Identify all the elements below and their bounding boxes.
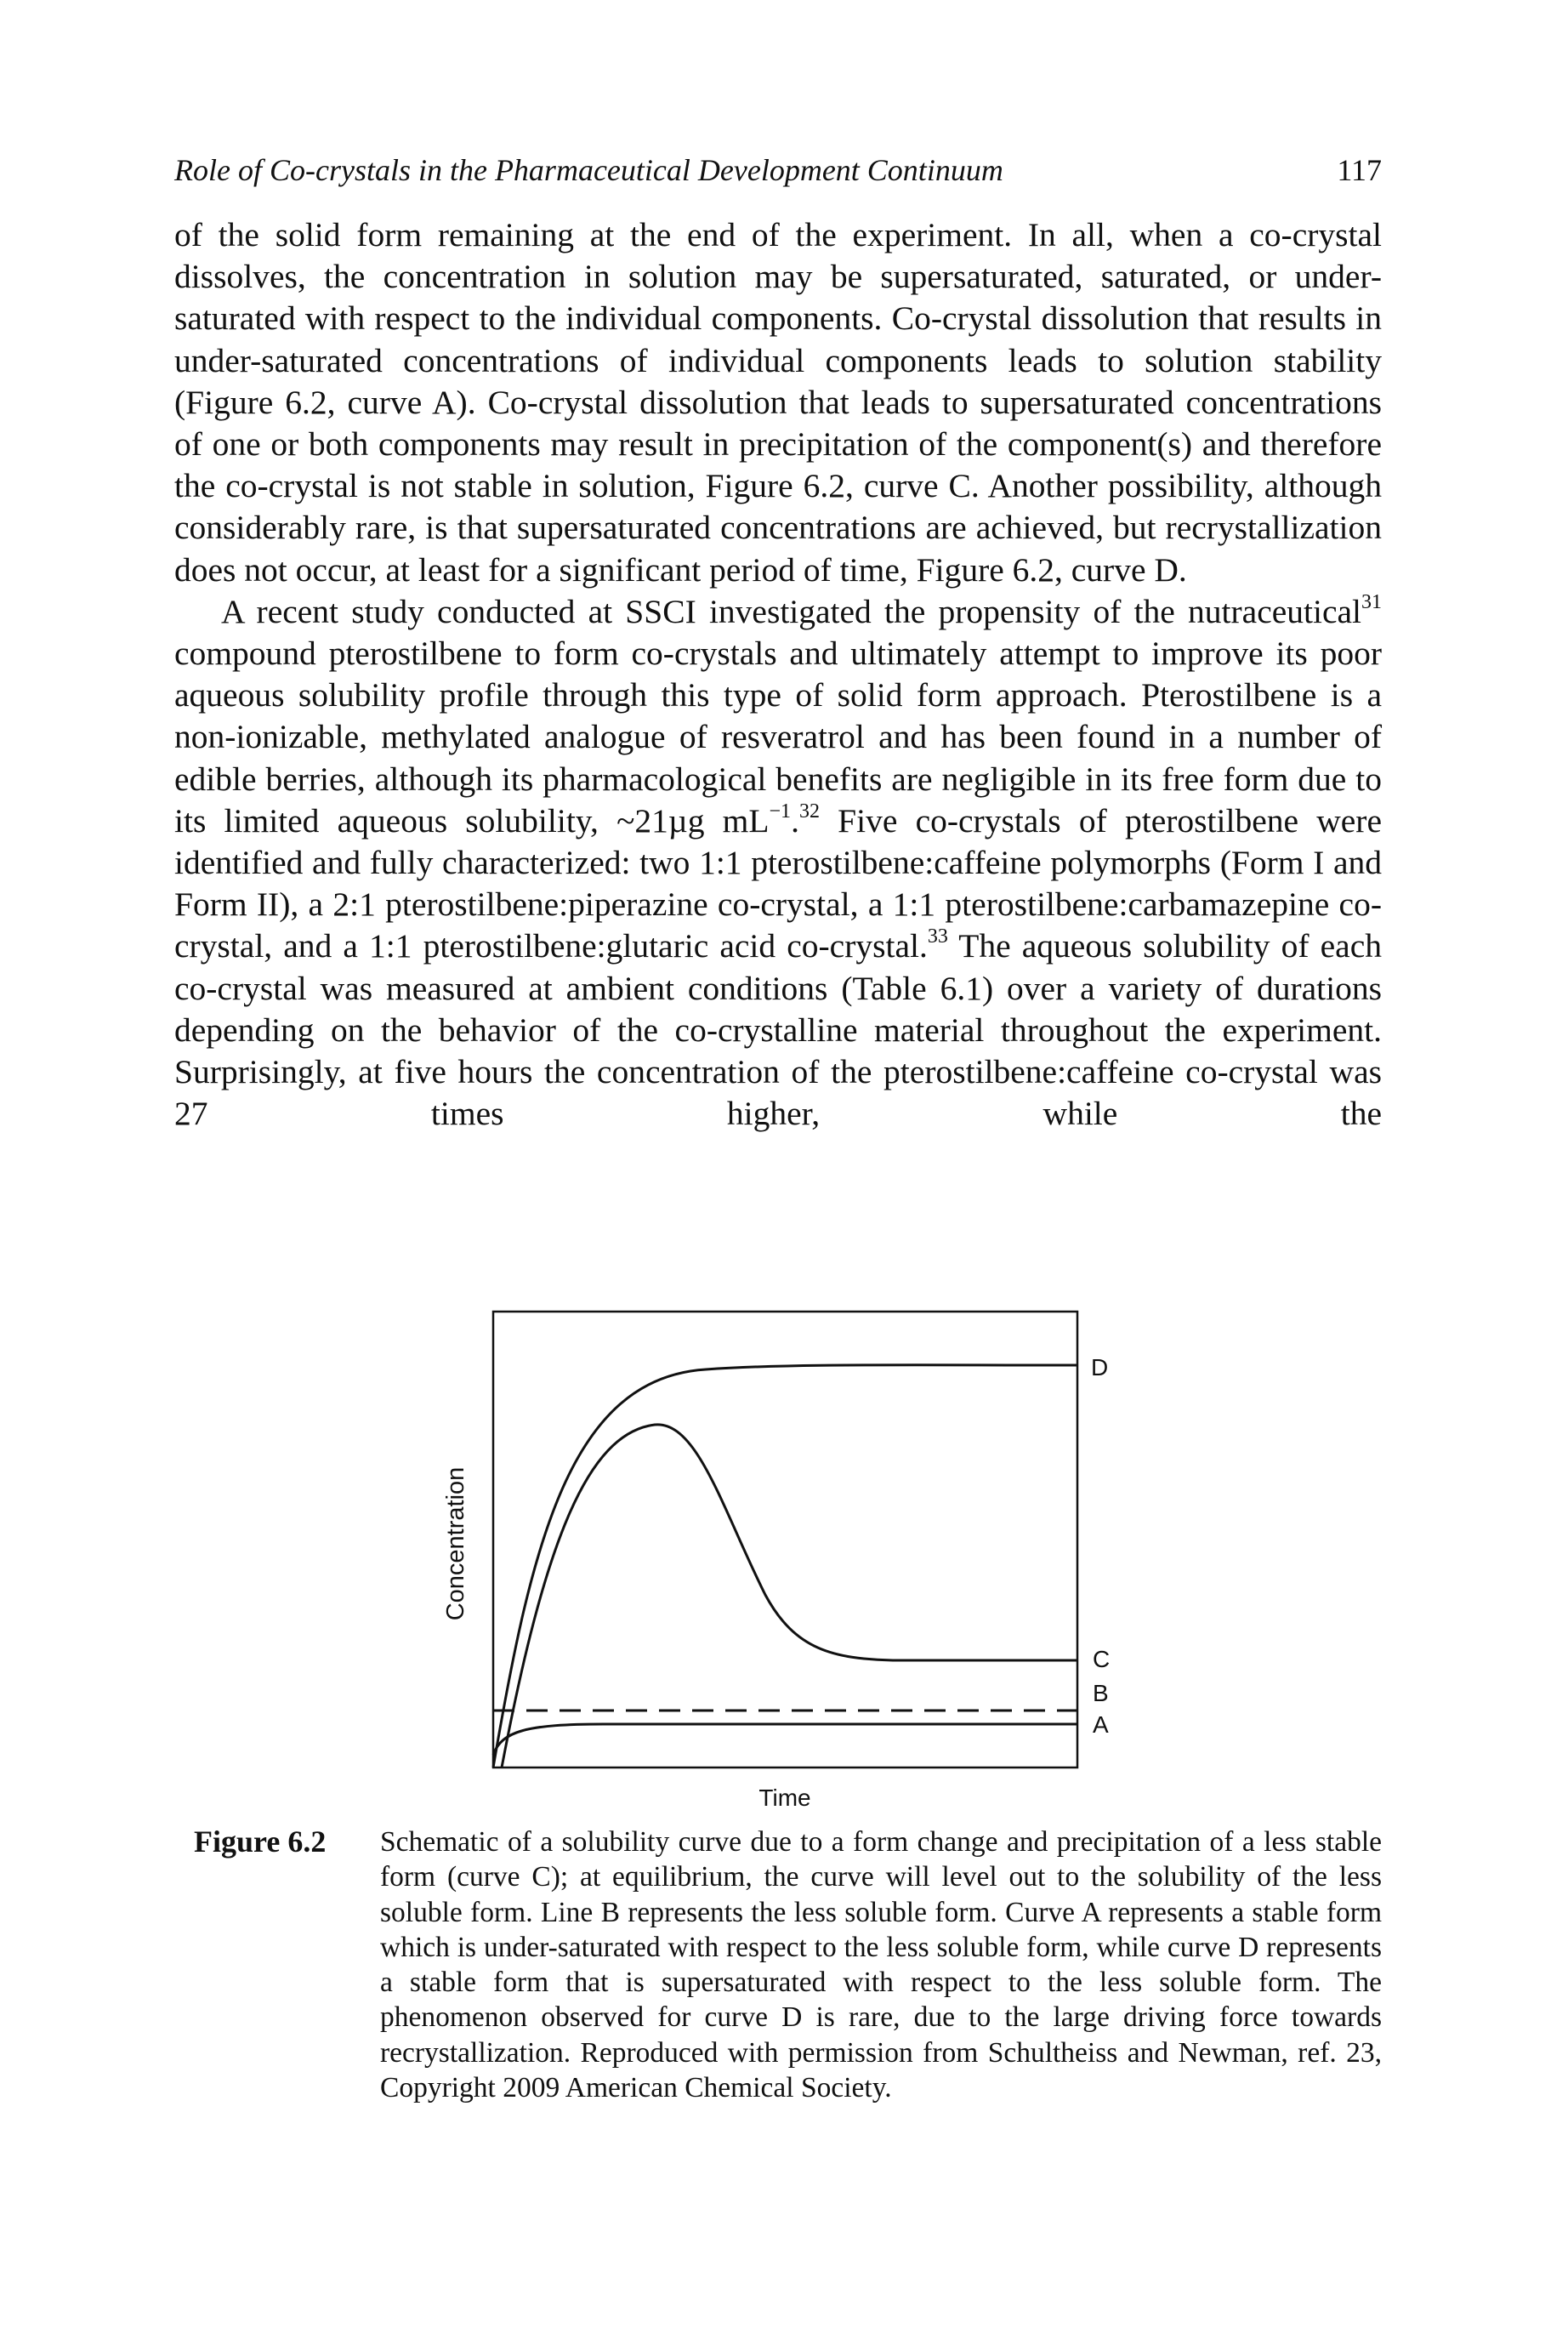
curve-label-b: B [1093,1680,1109,1706]
reference-marker: 31 [1361,590,1382,613]
running-title: Role of Co-crystals in the Pharmaceutica… [174,153,1003,187]
paragraph-2-text: compound pterostilbene to form co-crysta… [174,635,1382,840]
curve-label-a: A [1093,1711,1109,1738]
y-axis-label: Concentration [442,1467,469,1621]
caption-label: Figure 6.2 [194,1824,327,1859]
reference-marker: 32 [798,800,820,823]
solubility-figure: Concentration Time D C B A [442,1310,1110,1811]
curve-d [491,1363,1078,1768]
body-text: of the solid form remaining at the end o… [174,214,1382,1135]
page-number: 117 [1337,153,1382,187]
paragraph-2-text: A recent study conducted at SSCI investi… [221,592,1361,630]
curve-label-d: D [1091,1354,1108,1380]
unit-exponent: −1 [769,800,792,823]
paragraph-2-text: . [791,801,799,840]
curve-a [491,1722,1077,1756]
plot-frame [491,1310,1079,1769]
caption-text: Schematic of a solubility curve due to a… [380,1826,1382,2104]
paragraph-2: A recent study conducted at SSCI investi… [174,591,1382,1136]
reference-marker: 33 [927,925,948,948]
curve-label-c: C [1093,1646,1110,1672]
paragraph-1: of the solid form remaining at the end o… [174,216,1382,589]
curve-c [500,1423,1077,1768]
x-axis-label: Time [758,1785,810,1811]
paragraph-2-text: The aqueous solubility of each co-crysta… [174,927,1382,1133]
paragraph-2-text: Five co-crystals of pterostilbene were i… [174,801,1382,965]
